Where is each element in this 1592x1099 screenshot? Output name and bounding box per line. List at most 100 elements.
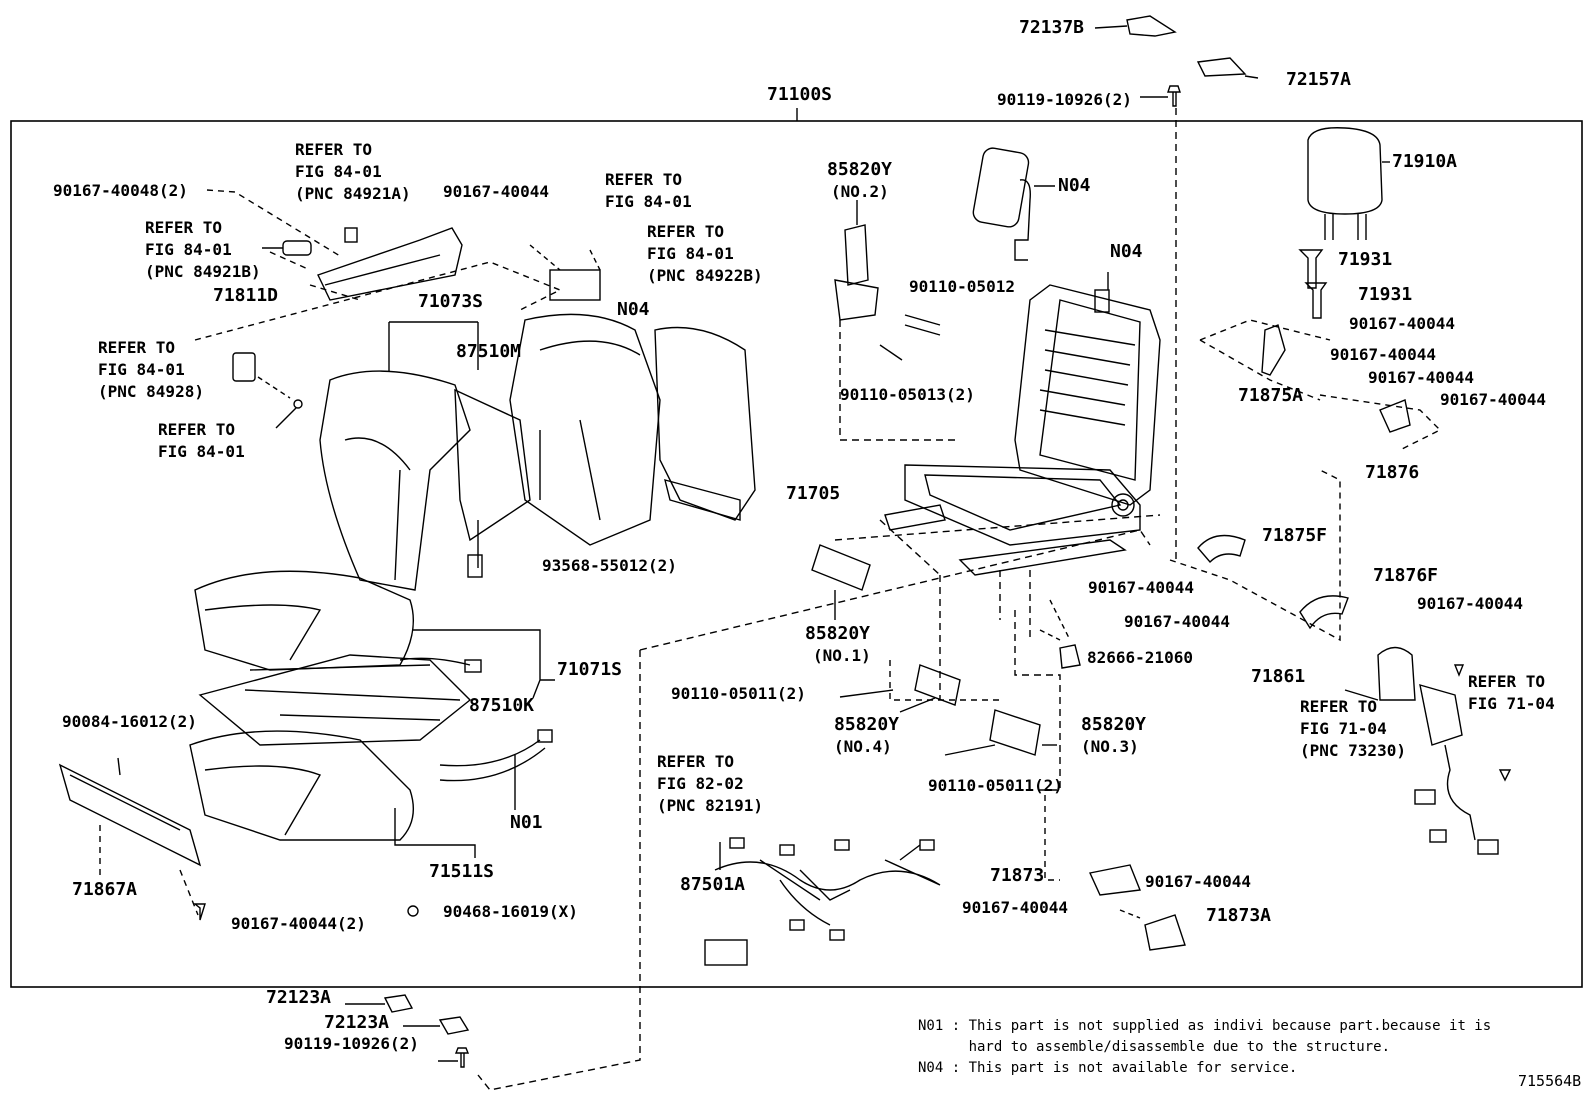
part-label: REFER TO xyxy=(1300,697,1378,716)
part-label: (NO.2) xyxy=(831,182,889,201)
part-label: 72123A xyxy=(324,1012,390,1033)
part-72157a-shape xyxy=(1196,57,1247,77)
bolt-top-shape xyxy=(1167,85,1181,107)
part-label: (PNC 84921B) xyxy=(145,262,261,281)
part-label: 87510K xyxy=(469,695,535,716)
motor-no1-shape xyxy=(811,544,871,591)
seatback-frame-shape xyxy=(1014,284,1161,506)
part-label: 90119-10926(2) xyxy=(284,1034,419,1053)
part-label: (NO.1) xyxy=(813,646,871,665)
part-label: 85820Y xyxy=(805,623,871,644)
switch-84928-shape xyxy=(232,352,256,382)
headrest-guide-shape xyxy=(1298,249,1324,289)
bolt-bottom-shape xyxy=(454,1047,470,1068)
part-label: 71931 xyxy=(1358,284,1413,305)
switch-84921b-shape xyxy=(282,240,312,256)
part-label: 71511S xyxy=(429,861,495,882)
part-label: FIG 84-01 xyxy=(145,240,232,259)
part-label: 71073S xyxy=(418,291,484,312)
bracket-71875a-shape xyxy=(1261,324,1286,376)
airbag-module-shape xyxy=(972,147,1030,228)
part-label: REFER TO xyxy=(647,222,725,241)
seat-belt-buckle-shape xyxy=(1377,646,1416,701)
part-label: REFER TO xyxy=(295,140,373,159)
part-label: 71071S xyxy=(557,659,623,680)
headrest-shape xyxy=(1307,127,1383,215)
part-label: 90167-40044 xyxy=(1368,368,1474,387)
part-label: 90167-40044(2) xyxy=(231,914,366,933)
part-label: N04 xyxy=(617,299,650,320)
part-label: (PNC 84928) xyxy=(98,382,204,401)
part-label: 90110-05011(2) xyxy=(928,776,1063,795)
switch-84922b-shape xyxy=(549,269,601,301)
part-label: (NO.4) xyxy=(834,737,892,756)
bracket-71875f-shape xyxy=(1197,534,1246,564)
note-line-2: hard to assemble/disassemble due to the … xyxy=(918,1039,1391,1055)
bracket-71873a-shape xyxy=(1144,914,1186,951)
part-label: REFER TO xyxy=(657,752,735,771)
part-label: 90167-40044 xyxy=(1124,612,1230,631)
seatback-cover-shape xyxy=(319,370,471,591)
seat-heater-shape xyxy=(198,654,472,746)
part-label: 71873 xyxy=(990,865,1045,886)
part-label: FIG 84-01 xyxy=(158,442,245,461)
part-label: FIG 71-04 xyxy=(1468,694,1555,713)
part-label: 71100S xyxy=(767,84,833,105)
seat-cushion-cover-shape xyxy=(194,570,415,671)
bracket-82666-shape xyxy=(1059,644,1081,669)
part-label: 72157A xyxy=(1286,69,1352,90)
part-label: 71811D xyxy=(213,285,279,306)
part-label: 87510M xyxy=(456,341,522,362)
part-label: 90167-40044 xyxy=(1145,872,1251,891)
motor-no4-shape xyxy=(914,664,961,706)
figure-id: 715564B xyxy=(1518,1072,1582,1090)
part-72123a-shape xyxy=(383,994,414,1013)
part-label: FIG 84-01 xyxy=(295,162,382,181)
note-line-1: N01 : This part is not supplied as indiv… xyxy=(918,1018,1492,1034)
part-label: FIG 84-01 xyxy=(605,192,692,211)
seatback-pad-shape xyxy=(454,388,531,542)
part-72137b-shape xyxy=(1126,15,1177,37)
part-label: 85820Y xyxy=(1081,714,1147,735)
bracket-71876f-shape xyxy=(1299,595,1349,630)
part-label: 71873A xyxy=(1206,905,1272,926)
part-label: FIG 82-02 xyxy=(657,774,744,793)
part-label: REFER TO xyxy=(98,338,176,357)
part-label: FIG 84-01 xyxy=(647,244,734,263)
part-label: REFER TO xyxy=(158,420,236,439)
part-label: 90167-40044 xyxy=(1440,390,1546,409)
part-label: 90468-16019(X) xyxy=(443,902,578,921)
part-label: 90110-05012 xyxy=(909,277,1015,296)
part-label: 90119-10926(2) xyxy=(997,90,1132,109)
part-label: 71867A xyxy=(72,879,138,900)
wire-n01-shape xyxy=(439,739,546,810)
part-label: 71876F xyxy=(1373,565,1439,586)
motor-no3-shape xyxy=(989,709,1041,756)
part-label: FIG 84-01 xyxy=(98,360,185,379)
part-label: 71931 xyxy=(1338,249,1393,270)
part-label: 90167-40044 xyxy=(962,898,1068,917)
motor-no2-shape xyxy=(844,224,869,286)
wire-harness-shape xyxy=(714,844,941,926)
part-label: 82666-21060 xyxy=(1087,648,1193,667)
part-label: (PNC 73230) xyxy=(1300,741,1406,760)
bolt-05012-shape xyxy=(904,314,941,336)
part-label: 90110-05011(2) xyxy=(671,684,806,703)
seat-frame-shape xyxy=(904,464,1141,546)
bolt-05013-shape xyxy=(879,344,903,361)
part-label: N04 xyxy=(1110,241,1143,262)
part-label: 85820Y xyxy=(834,714,900,735)
part-label: 71705 xyxy=(786,483,841,504)
part-label: 71861 xyxy=(1251,666,1306,687)
part-label: N04 xyxy=(1058,175,1091,196)
ecu-87501a-shape xyxy=(704,939,748,966)
side-shield-shape xyxy=(317,227,463,301)
part-label: 90167-40044 xyxy=(1330,345,1436,364)
part-label: 90167-40044 xyxy=(443,182,549,201)
seatback-cover-n04-shape xyxy=(509,313,661,546)
part-label: REFER TO xyxy=(605,170,683,189)
part-label: 90110-05013(2) xyxy=(840,385,975,404)
bracket-71876-shape xyxy=(1379,399,1411,433)
part-label: 93568-55012(2) xyxy=(542,556,677,575)
part-label: REFER TO xyxy=(1468,672,1546,691)
